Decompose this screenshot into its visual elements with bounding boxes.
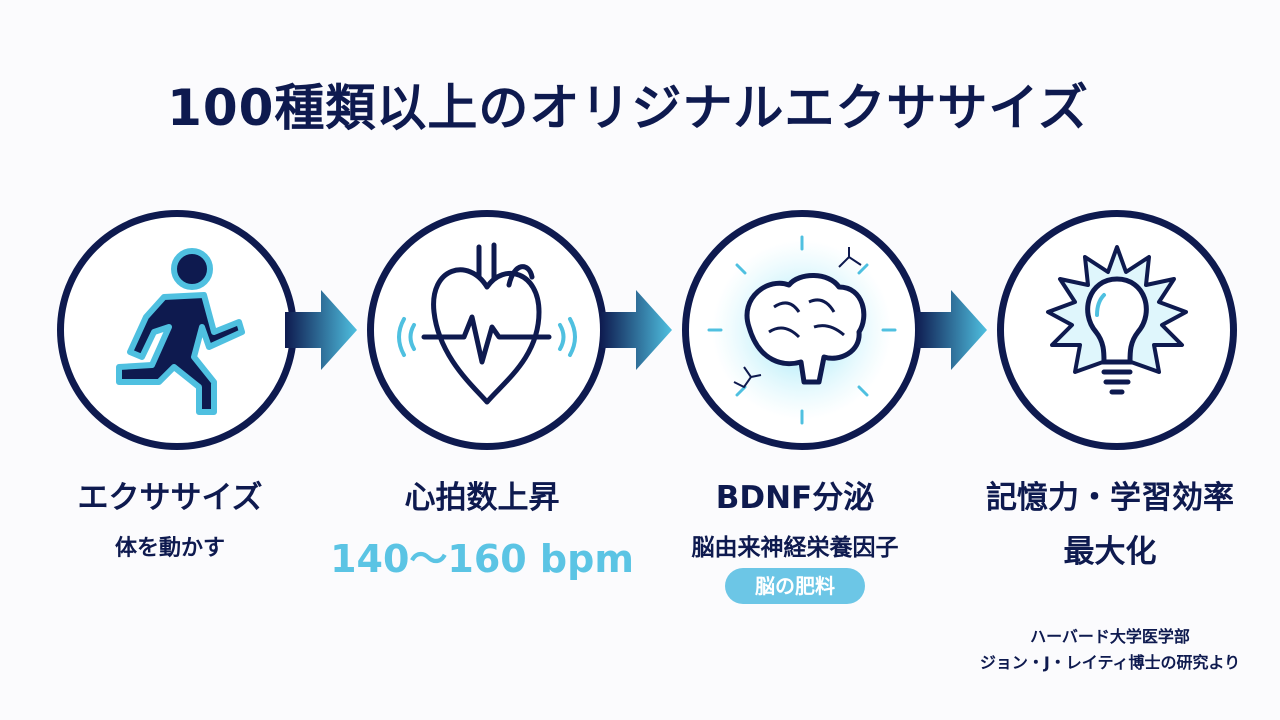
step-label-heart-rate: 心拍数上昇	[404, 480, 560, 516]
source-line-2: ジョン・J・レイティ博士の研究より	[979, 653, 1241, 672]
source-line-1: ハーバード大学医学部	[1030, 627, 1190, 646]
step-sub-exercise: 体を動かす	[114, 536, 225, 561]
heart-rate-value: 140〜160 bpm	[330, 537, 634, 581]
source-citation: ハーバード大学医学部 ジョン・J・レイティ博士の研究より	[960, 624, 1260, 676]
arrow-right-icon	[285, 290, 357, 370]
brain-fertilizer-badge: 脳の肥料	[725, 568, 865, 604]
arrow-right-icon	[915, 290, 987, 370]
step-label-bdnf: BDNF分泌	[715, 480, 875, 516]
heart-rate-circle	[367, 210, 607, 450]
page-title: 100種類以上のオリジナルエクササイズ	[167, 79, 1089, 137]
step-label-exercise: エクササイズ	[77, 480, 263, 516]
lightbulb-icon	[1046, 245, 1188, 395]
step-label-memory-2: 最大化	[1063, 534, 1157, 570]
running-person-icon	[116, 248, 245, 415]
bdnf-circle	[682, 210, 922, 450]
step-sub-bdnf: 脳由来神経栄養因子	[691, 535, 899, 561]
arrow-right-icon	[600, 290, 672, 370]
step-label-memory: 記憶力・学習効率	[986, 480, 1234, 516]
brain-icon	[707, 235, 897, 425]
memory-circle	[997, 210, 1237, 450]
exercise-circle	[57, 210, 297, 450]
heart-icon	[397, 242, 577, 405]
